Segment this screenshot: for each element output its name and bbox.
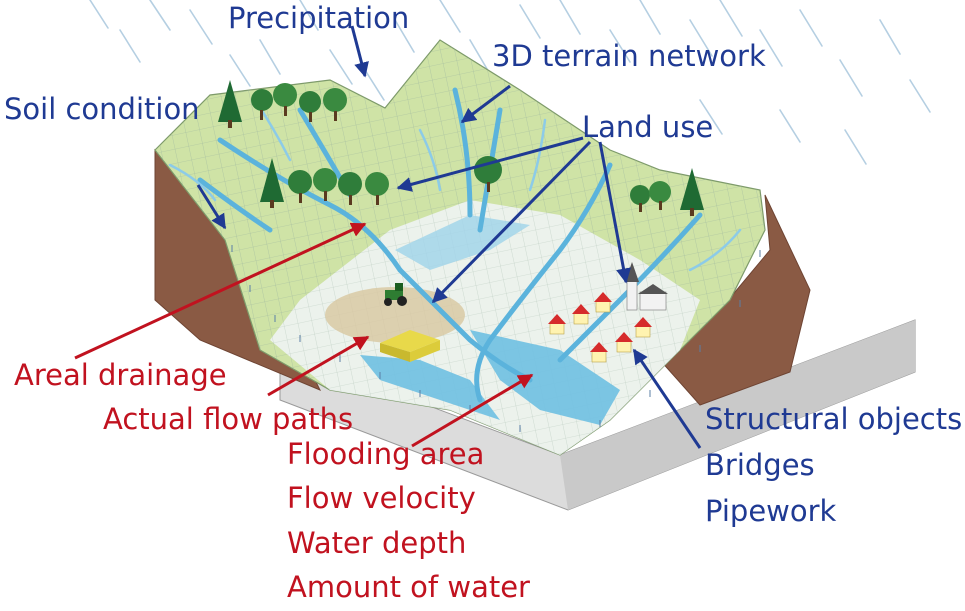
barn-icon (380, 330, 440, 362)
tree-icon (251, 89, 273, 111)
label-precipitation: Precipitation (228, 1, 410, 35)
label-areal-drainage: Areal drainage (14, 358, 227, 392)
tree-group-top-left (218, 80, 347, 128)
tree-icon (323, 88, 347, 112)
tree-icon (365, 172, 389, 196)
house-icon (634, 317, 652, 338)
tree-group-right (630, 168, 704, 216)
label-pipework: Pipework (705, 494, 837, 528)
label-actual-flow-paths: Actual flow paths (103, 402, 354, 436)
house-icon (594, 292, 612, 313)
infiltration-markers (231, 245, 761, 432)
label-land-use: Land use (582, 110, 714, 144)
tree-icon (649, 181, 671, 203)
house-icon (572, 304, 590, 325)
label-soil-condition: Soil condition (4, 92, 200, 126)
label-structural-objects: Structural objects (705, 402, 963, 436)
label-flooding-area: Flooding area (287, 437, 485, 471)
house-icon (615, 332, 633, 353)
rain-streaks (89, 0, 931, 165)
village (548, 262, 668, 363)
flood-water (360, 355, 500, 420)
house-icon (590, 342, 608, 363)
label-flow-velocity: Flow velocity (287, 481, 476, 515)
blue-annotation-arrows (196, 25, 702, 449)
tree-icon (338, 172, 362, 196)
label-amount-of-water: Amount of water (287, 570, 530, 604)
label-terrain-network: 3D terrain network (492, 39, 766, 73)
tree-icon (288, 170, 312, 194)
river-network (197, 87, 703, 403)
church-icon (625, 262, 668, 311)
tree-icon (299, 91, 321, 113)
label-water-depth: Water depth (287, 526, 467, 560)
label-bridges: Bridges (705, 448, 815, 482)
tree-icon (273, 83, 297, 107)
red-annotation-arrows (74, 222, 534, 448)
tree-icon (630, 185, 650, 205)
tractor-icon (384, 283, 407, 306)
soil-wall-right (659, 194, 811, 406)
tree-icon (313, 168, 337, 192)
conifer-icon (680, 168, 704, 210)
house-icon (548, 314, 566, 335)
conifer-icon (218, 80, 242, 122)
tree-group-middle-left (260, 158, 389, 208)
conifer-icon (260, 158, 284, 202)
